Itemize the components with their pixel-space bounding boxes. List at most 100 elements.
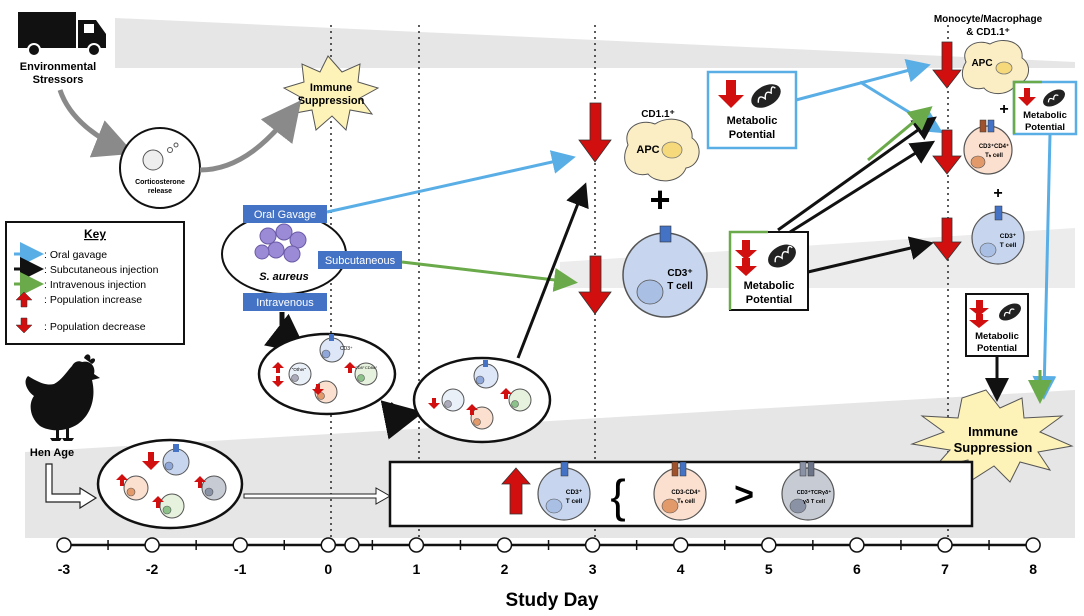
timeline-tick-label: 0 (324, 561, 332, 577)
day7-th-cell (963, 125, 1013, 175)
metabolic-mid-decrease-2 (735, 258, 757, 276)
day0-tc-cell (354, 362, 378, 386)
hen-age-cd3-cell (162, 444, 190, 476)
timeline-xlabel: Study Day (506, 590, 599, 611)
subq-arrow-to-tcell (401, 260, 578, 292)
corticosterone-label-2: release (148, 188, 172, 195)
timeline-tick-label: 4 (677, 561, 685, 577)
key-decrease-label: : Population decrease (44, 321, 146, 333)
metabolic-day7-decrease (1018, 88, 1036, 106)
metabolic-top-label-1: Metabolic (727, 115, 778, 127)
day0-to-day1-arrow (380, 400, 424, 440)
day3-apc-title: CD1.1⁺ (641, 109, 675, 120)
timeline-tick-label: 7 (941, 561, 949, 577)
mitochondria-icon-day7 (1043, 89, 1065, 107)
day7-th-receptor-1 (979, 119, 987, 133)
metabolic-middle-left-border (728, 230, 768, 310)
metabolic-top-decrease-arrow (718, 80, 744, 108)
day7-plus-1: + (999, 101, 1008, 118)
day7-apc-nucleus (995, 61, 1013, 75)
intravenous-label: Intravenous (256, 297, 314, 309)
summary-gd-label-1: CD3⁺TCRγδ⁺ (797, 489, 832, 496)
metabolic-mid-to-tcell7-arrow (807, 236, 934, 274)
timeline-tick-circle (232, 537, 248, 553)
day7-th-label-1: CD3⁺CD4⁺ (979, 143, 1009, 150)
timeline-tick-label: 2 (501, 561, 509, 577)
day3-tcell (622, 232, 708, 318)
day7-apc-title-2: & CD1.1⁺ (966, 27, 1010, 38)
subcutaneous-label: Subcutaneous (325, 255, 396, 267)
day3-tcell-receptor (659, 225, 672, 243)
day7-apc-decrease-arrow (932, 41, 962, 89)
immune-suppression-bottom-1: Immune (968, 424, 1018, 439)
day7-plus-2: + (993, 185, 1002, 202)
immune-suppression-top-2: Suppression (298, 95, 365, 107)
summary-cd3-label-2: T cell (566, 498, 583, 505)
timeline-tick-circle (937, 537, 953, 553)
day7-th-decrease-arrow (932, 129, 962, 175)
metabolic-lower-decrease-2 (969, 314, 989, 328)
summary-cd3-label-1: CD3⁺ (566, 489, 583, 496)
corticosterone-to-suppression-arrow (199, 100, 302, 173)
metabolic-day7-label-2: Potential (1025, 122, 1065, 133)
metabolic-top-label-2: Potential (729, 129, 775, 141)
key-increase-label: : Population increase (44, 294, 142, 306)
oral-gavage-label: Oral Gavage (254, 209, 316, 221)
metabolic-mid-label-1: Metabolic (744, 280, 795, 292)
day3-apc-nucleus (661, 141, 683, 159)
timeline-tick-label: 8 (1029, 561, 1037, 577)
timeline-tick-label: 1 (413, 561, 421, 577)
metabolic-day7-left-border (1012, 80, 1042, 134)
hen-age-th-cell (123, 475, 149, 501)
hen-age-subset-ellipse (96, 438, 244, 530)
metabolic-mid-label-2: Potential (746, 294, 792, 306)
metabolic-mid-to-apc7-arrow (777, 116, 937, 232)
summary-greater-than: > (734, 476, 754, 514)
day7-th-nucleus (970, 155, 986, 169)
mitochondria-icon-lower (999, 303, 1021, 321)
hen-icon (25, 354, 101, 441)
day7-tcell-receptor (994, 205, 1003, 221)
hen-age-arrow (45, 463, 98, 510)
key-oral-label: : Oral gavage (44, 249, 107, 261)
day0-tc-label: CD8⁺CD8α⁺ (355, 365, 378, 370)
timeline-tick-label: -3 (58, 561, 71, 577)
stressors-label-1: Environmental (20, 61, 96, 73)
day3-apc-label: APC (636, 144, 659, 156)
key-decrease-icon (15, 317, 33, 334)
s-aureus-label: S. aureus (259, 271, 309, 283)
immune-suppression-bottom-2: Suppression (954, 440, 1033, 455)
day0-other-cell (288, 362, 312, 386)
timeline-tick-label: -2 (146, 561, 159, 577)
summary-th-label-2: Tₕ cell (677, 499, 695, 505)
hen-age-gd-cell (201, 475, 227, 501)
timeline-tick-circle (320, 537, 337, 553)
stressors-label-2: Stressors (33, 74, 84, 86)
corticosterone-circle (119, 127, 201, 209)
day1-th-cell (470, 406, 494, 430)
day1-subset-ellipse (412, 356, 552, 444)
day3-tcell-decrease-arrow (578, 255, 612, 315)
day7-th-receptor-2 (987, 119, 995, 133)
day1-cd3-cell (473, 360, 499, 389)
s-aureus-cluster-icon (254, 223, 307, 263)
hen-age-tc-cell (159, 493, 185, 519)
timeline-tick-label: 3 (589, 561, 597, 577)
key-subq-label: : Subcutaneous injection (44, 264, 159, 276)
timeline-tick-circle (408, 537, 425, 553)
summary-gd-label-2: γδ T cell (803, 499, 825, 505)
hen-age-to-summary-arrow (243, 487, 392, 505)
summary-th-cell (653, 461, 707, 521)
stressor-to-corticosterone-arrow (57, 89, 135, 158)
timeline-tick-circle (761, 537, 777, 553)
timeline-tick-circle (672, 537, 689, 553)
key-iv-label: : Intravenous injection (44, 279, 146, 291)
hen-age-increase-arrow-1 (116, 474, 128, 486)
summary-gd-cell (781, 461, 835, 521)
key-title: Key (84, 227, 106, 241)
immune-suppression-burst-top (282, 55, 380, 132)
day0-decrease-arrow-1 (272, 376, 284, 387)
day7-tcell-decrease-arrow (932, 217, 962, 261)
day3-tcell-nucleus (636, 279, 664, 305)
